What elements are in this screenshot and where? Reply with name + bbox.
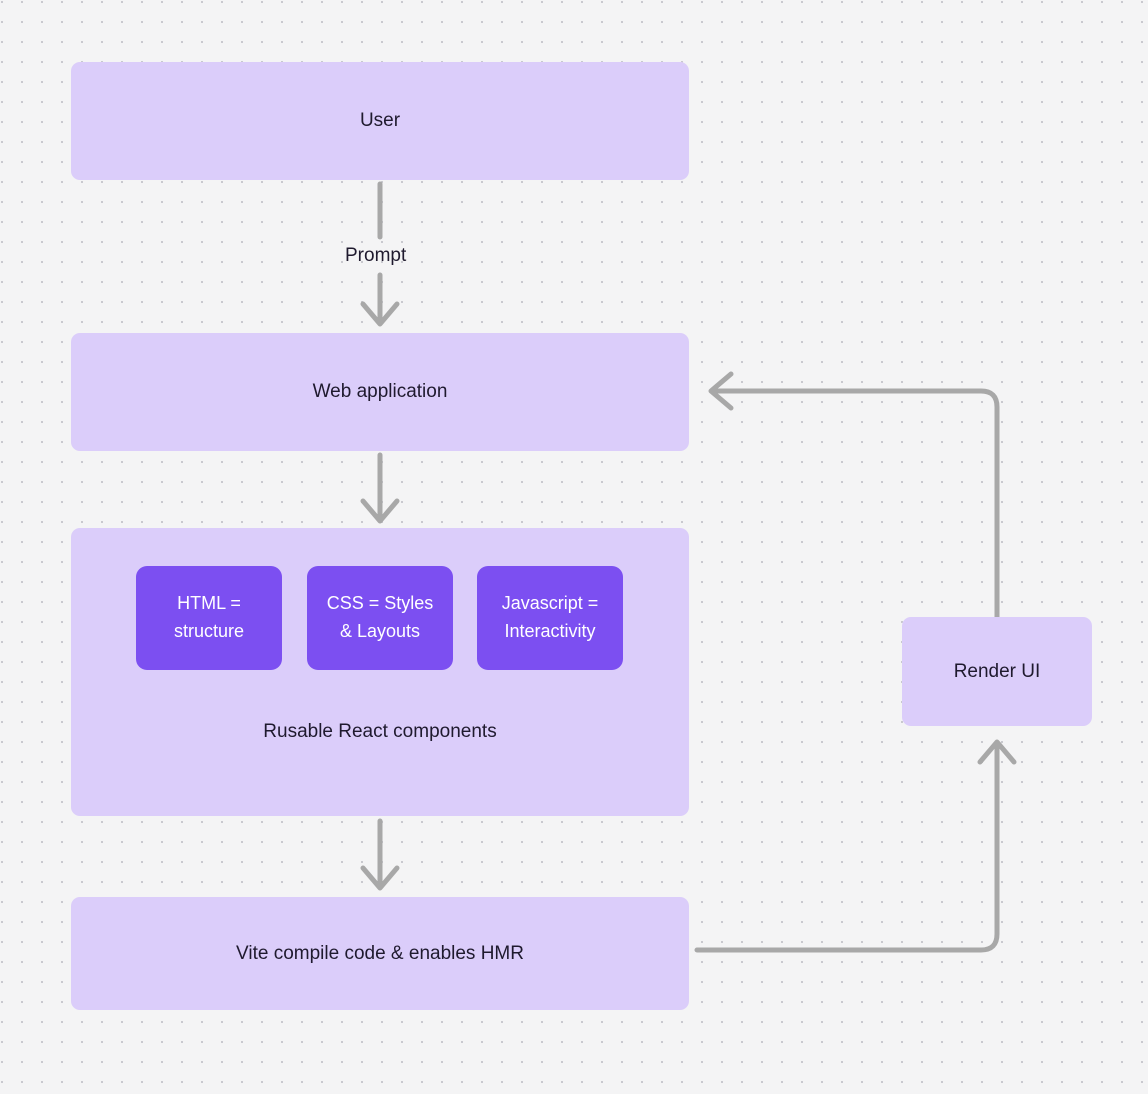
node-web-application[interactable]: Web application	[71, 333, 689, 451]
node-user-label: User	[359, 110, 401, 132]
node-components-group-caption: Rusable React components	[263, 721, 497, 742]
node-vite-label: Vite compile code & enables HMR	[236, 942, 524, 964]
node-css[interactable]: CSS = Styles & Layouts	[307, 566, 453, 670]
node-web-application-label: Web application	[312, 381, 448, 403]
node-html[interactable]: HTML = structure	[136, 566, 282, 670]
edge-render-ui-to-web-application	[708, 371, 1000, 620]
node-css-line-2: & Layouts	[339, 621, 421, 641]
edge-components-to-vite	[360, 818, 400, 891]
node-vite[interactable]: Vite compile code & enables HMR	[71, 897, 689, 1010]
node-user[interactable]: User	[71, 62, 689, 180]
node-javascript[interactable]: Javascript = Interactivity	[477, 566, 623, 670]
edge-web-application-to-components	[360, 452, 400, 524]
node-javascript-line-2: Interactivity	[504, 621, 596, 641]
node-components-group[interactable]: HTML = structure CSS = Styles & Layouts …	[71, 528, 689, 816]
node-javascript-line-1: Javascript =	[501, 593, 599, 614]
edge-vite-to-render-ui	[694, 739, 1017, 953]
node-render-ui-label: Render UI	[953, 660, 1041, 682]
node-css-line-1: CSS = Styles	[326, 593, 434, 614]
node-html-line-1: HTML =	[177, 593, 241, 614]
edge-label-prompt: Prompt	[345, 245, 407, 266]
node-render-ui[interactable]: Render UI	[902, 617, 1092, 726]
node-html-line-2: structure	[173, 621, 245, 641]
